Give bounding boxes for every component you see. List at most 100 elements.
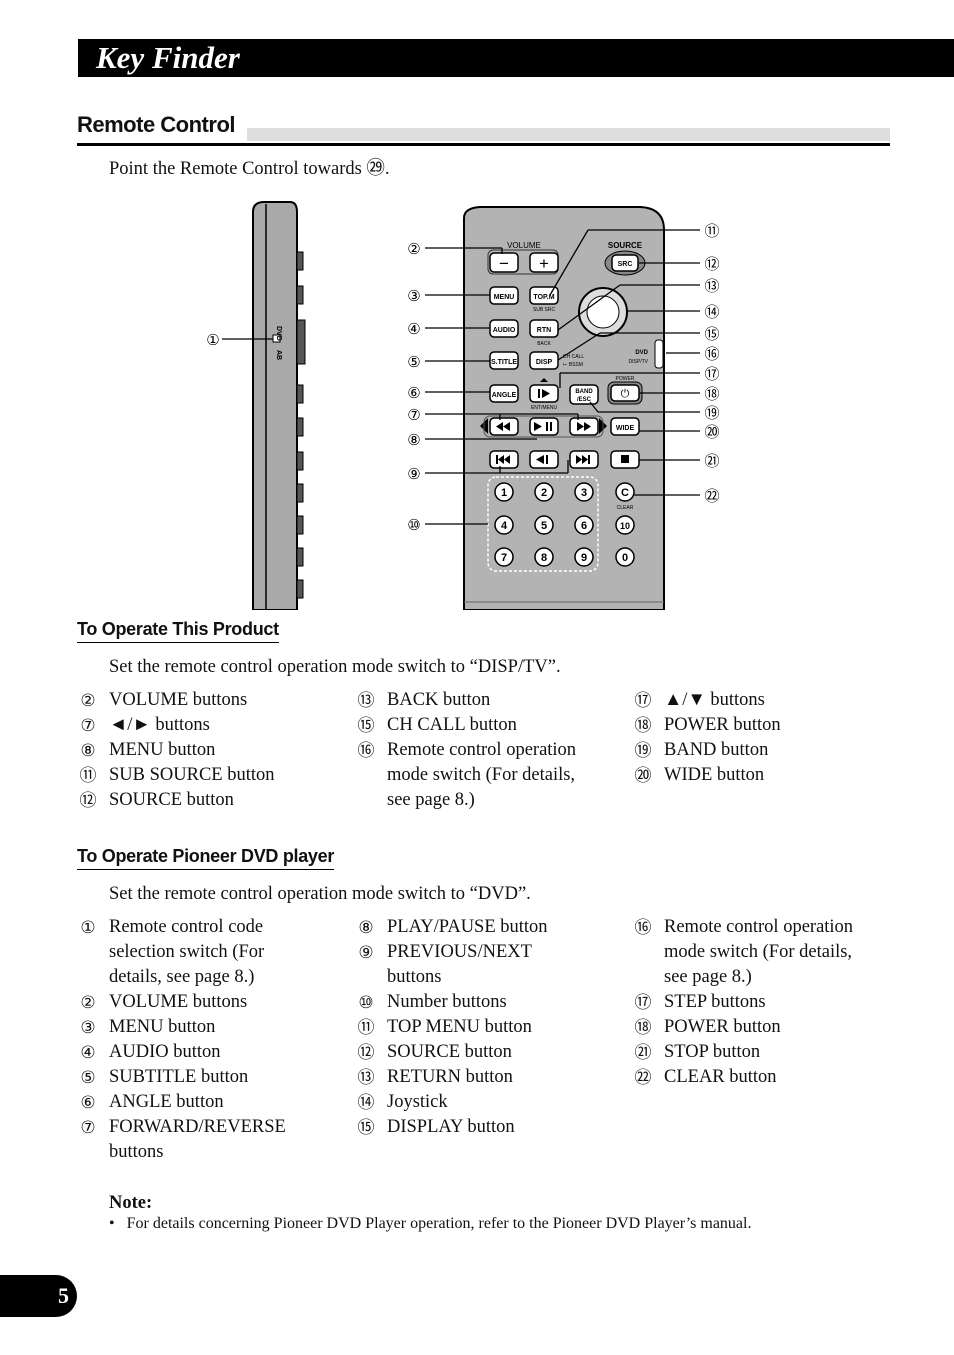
- callout-18: ⑱: [704, 385, 719, 403]
- callout-22: ㉒: [704, 487, 719, 505]
- svg-text:+: +: [539, 254, 549, 273]
- volume-up-button: [529, 252, 559, 273]
- disp-button: [529, 351, 559, 370]
- svg-text:BAND: BAND: [575, 389, 593, 395]
- heading-rule: [77, 143, 890, 146]
- callout-numbers: ① ② ③ ④ ⑤ ⑥ ⑦ ⑧ ⑨ ⑩ ⑪ ⑫ ⑬ ⑭ ⑮ ⑯ ⑰ ⑱ ⑲ ⑳ …: [206, 222, 719, 534]
- num-button-0: [615, 547, 635, 567]
- callout-12: ⑫: [704, 255, 719, 273]
- svg-text:SRC: SRC: [618, 261, 633, 268]
- side-label-dvd: DVD: [275, 326, 282, 341]
- callout-17: ⑰: [704, 365, 719, 383]
- remote-side-view: DVD AB: [252, 201, 306, 610]
- mode-switch: [654, 339, 664, 369]
- svg-text:7: 7: [501, 552, 507, 564]
- top-menu-button: [529, 286, 559, 305]
- remote-control-figure: DVD AB VOLUME − + SOURCE SRC MENU TOP.M …: [206, 201, 720, 610]
- heading-bar: [247, 128, 890, 141]
- num-button-4: [494, 515, 514, 535]
- num-button-3: [574, 482, 594, 502]
- operate-dvd-heading: To Operate Pioneer DVD player: [77, 846, 334, 870]
- svg-text:3: 3: [581, 487, 587, 499]
- svg-text:1: 1: [501, 487, 507, 499]
- power-button: [610, 384, 640, 402]
- callout-2: ②: [407, 240, 420, 258]
- svg-text:WIDE: WIDE: [616, 425, 635, 432]
- svg-text:DVD: DVD: [635, 350, 648, 356]
- clear-button: [615, 482, 635, 502]
- svg-text:BACK: BACK: [537, 341, 551, 347]
- num-button-8: [534, 547, 554, 567]
- wide-button: [610, 417, 640, 436]
- operate-dvd-intro: Set the remote control operation mode sw…: [109, 884, 531, 904]
- section-title: Remote Control: [77, 112, 236, 137]
- num-button-6: [574, 515, 594, 535]
- callout-19: ⑲: [704, 404, 719, 422]
- svg-text:TOP.M: TOP.M: [533, 294, 554, 301]
- side-label-ab: AB: [275, 350, 282, 360]
- callout-14: ⑭: [704, 303, 719, 321]
- note-text: • For details concerning Pioneer DVD Pla…: [109, 1215, 752, 1232]
- src-button: [611, 254, 639, 272]
- callout-15: ⑮: [704, 325, 719, 343]
- svg-text:2: 2: [541, 487, 547, 499]
- svg-text:S.TITLE: S.TITLE: [491, 359, 517, 366]
- svg-text:0: 0: [622, 552, 628, 564]
- num-button-2: [534, 482, 554, 502]
- callout-11: ⑪: [704, 222, 719, 240]
- svg-text:⊢ BSSM: ⊢ BSSM: [563, 361, 583, 368]
- angle-button: [489, 384, 519, 403]
- page-number-tab: 5: [0, 1275, 77, 1317]
- callout-6: ⑥: [407, 384, 420, 402]
- callout-16: ⑯: [704, 345, 719, 363]
- svg-text:POWER: POWER: [616, 376, 635, 382]
- num-button-10: [615, 515, 635, 535]
- svg-text:/ESC: /ESC: [577, 397, 592, 403]
- callout-1: ①: [206, 331, 219, 349]
- svg-text:DISP: DISP: [536, 359, 553, 366]
- volume-label: VOLUME: [507, 241, 541, 250]
- svg-text:C: C: [621, 487, 629, 499]
- note-body: For details concerning Pioneer DVD Playe…: [126, 1215, 752, 1232]
- callout-4: ④: [407, 320, 420, 338]
- callout-5: ⑤: [407, 353, 420, 371]
- callout-8: ⑧: [407, 431, 420, 449]
- num-button-1: [494, 482, 514, 502]
- svg-text:ANGLE: ANGLE: [492, 392, 517, 399]
- svg-text:CLEAR: CLEAR: [617, 505, 634, 511]
- svg-text:⏻: ⏻: [621, 388, 630, 400]
- svg-text:RTN: RTN: [537, 327, 551, 334]
- header-bar: Key Finder: [78, 39, 954, 77]
- callout-3: ③: [407, 287, 420, 305]
- svg-text:5: 5: [541, 520, 547, 532]
- svg-text:DISP/TV: DISP/TV: [629, 359, 649, 365]
- callout-10: ⑩: [407, 516, 420, 534]
- remote-front-view: VOLUME − + SOURCE SRC MENU TOP.M SUB SRC…: [463, 206, 665, 610]
- num-button-5: [534, 515, 554, 535]
- num-button-7: [494, 547, 514, 567]
- section-intro: Point the Remote Control towards ㉙.: [109, 159, 390, 179]
- svg-text:10: 10: [620, 521, 630, 531]
- operate-product-heading: To Operate This Product: [77, 619, 279, 643]
- svg-text:AUDIO: AUDIO: [493, 327, 516, 334]
- rtn-button: [529, 319, 559, 338]
- callout-9: ⑨: [407, 465, 420, 483]
- callout-20: ⑳: [704, 423, 719, 441]
- volume-down-button: [489, 252, 519, 273]
- num-button-9: [574, 547, 594, 567]
- svg-text:9: 9: [581, 552, 587, 564]
- band-esc-button: [569, 384, 599, 405]
- operate-product-intro: Set the remote control operation mode sw…: [109, 657, 561, 677]
- svg-text:4: 4: [501, 520, 508, 532]
- svg-text:8: 8: [541, 552, 547, 564]
- callout-21: ㉑: [704, 452, 719, 470]
- section-heading: Remote Control: [77, 112, 890, 146]
- svg-text:SUB SRC: SUB SRC: [533, 307, 556, 313]
- svg-text:MENU: MENU: [494, 294, 515, 301]
- svg-text:CH CALL: CH CALL: [563, 354, 584, 360]
- source-label: SOURCE: [608, 241, 643, 250]
- svg-text:6: 6: [581, 520, 587, 532]
- svg-text:−: −: [499, 254, 509, 273]
- callout-7: ⑦: [407, 406, 420, 424]
- svg-text:ENT/MENU: ENT/MENU: [531, 405, 558, 411]
